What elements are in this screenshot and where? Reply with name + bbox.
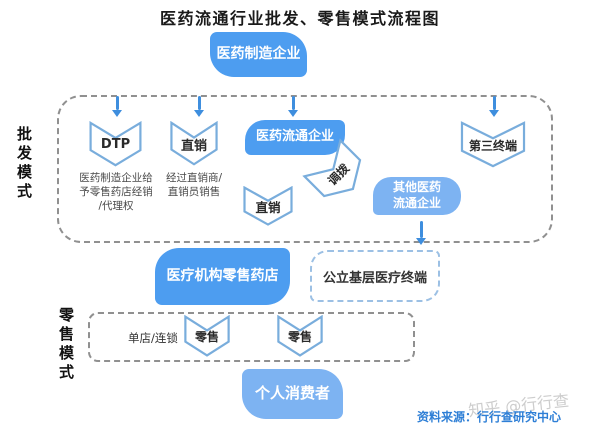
direct-sale-chevron-2: 直销	[243, 186, 293, 227]
chevron-banner-icon	[170, 121, 218, 167]
arrow-shaft	[115, 96, 119, 110]
retail-chevron-2: 零售	[277, 315, 323, 358]
store-type-label: 单店/连锁	[128, 331, 178, 345]
public-terminal-node: 公立基层医疗终端	[310, 250, 440, 302]
arrow-head	[489, 110, 499, 117]
arrow-head	[194, 110, 204, 117]
arrow-shaft	[197, 96, 201, 110]
chevron-banner-icon	[243, 186, 293, 227]
direct-sale-description: 经过直销商/ 直销员销售	[165, 172, 223, 199]
retail-label-1: 零售	[194, 330, 219, 345]
dtp-label: DTP	[100, 137, 131, 153]
chevron-banner-icon	[89, 121, 142, 168]
page-title: 医药流通行业批发、零售模式流程图	[159, 9, 440, 28]
third-terminal-label: 第三终端	[468, 138, 517, 153]
direct-sale-chevron: 直销	[170, 121, 218, 167]
manufacturer-node: 医药制造企业	[210, 32, 307, 77]
third-terminal-chevron: 第三终端	[460, 121, 526, 169]
retail-section-label: 零售模式	[57, 307, 75, 383]
chevron-banner-icon	[302, 138, 374, 210]
arrow-down-icon	[112, 96, 122, 117]
consumer-node: 个人消费者	[242, 369, 343, 419]
dtp-chevron: DTP	[89, 121, 142, 168]
arrow-down-icon	[416, 221, 426, 245]
wholesale-dashed-container	[57, 95, 553, 243]
wholesale-section-label: 批发模式	[15, 126, 33, 202]
retail-chevron-1: 零售	[184, 315, 230, 358]
source-text: 资料来源：行行查研究中心	[417, 410, 562, 424]
arrow-shaft	[492, 96, 496, 110]
retail-label-2: 零售	[287, 330, 312, 345]
arrow-down-icon	[194, 96, 204, 117]
distributor-node: 医药流通企业	[245, 120, 345, 155]
chevron-banner-icon	[277, 315, 323, 358]
dtp-description: 医药制造企业给 予零售药店经销 /代理权	[79, 172, 153, 213]
arrow-shaft	[419, 221, 423, 238]
transfer-chevron: 调拨	[302, 138, 374, 210]
arrow-down-icon	[489, 96, 499, 117]
direct-sale-label: 直销	[180, 138, 207, 154]
arrow-head	[416, 238, 426, 245]
medical-retail-node: 医疗机构零售药店	[155, 248, 290, 305]
arrow-head	[288, 110, 298, 117]
retail-dashed-container	[88, 312, 415, 362]
direct-sale-label-2: 直销	[255, 200, 281, 216]
other-distributor-node: 其他医药 流通企业	[373, 177, 461, 215]
chevron-banner-icon	[184, 315, 230, 358]
arrow-shaft	[291, 96, 295, 110]
arrow-down-icon	[288, 96, 298, 117]
chevron-banner-icon	[460, 121, 526, 169]
arrow-head	[112, 110, 122, 117]
